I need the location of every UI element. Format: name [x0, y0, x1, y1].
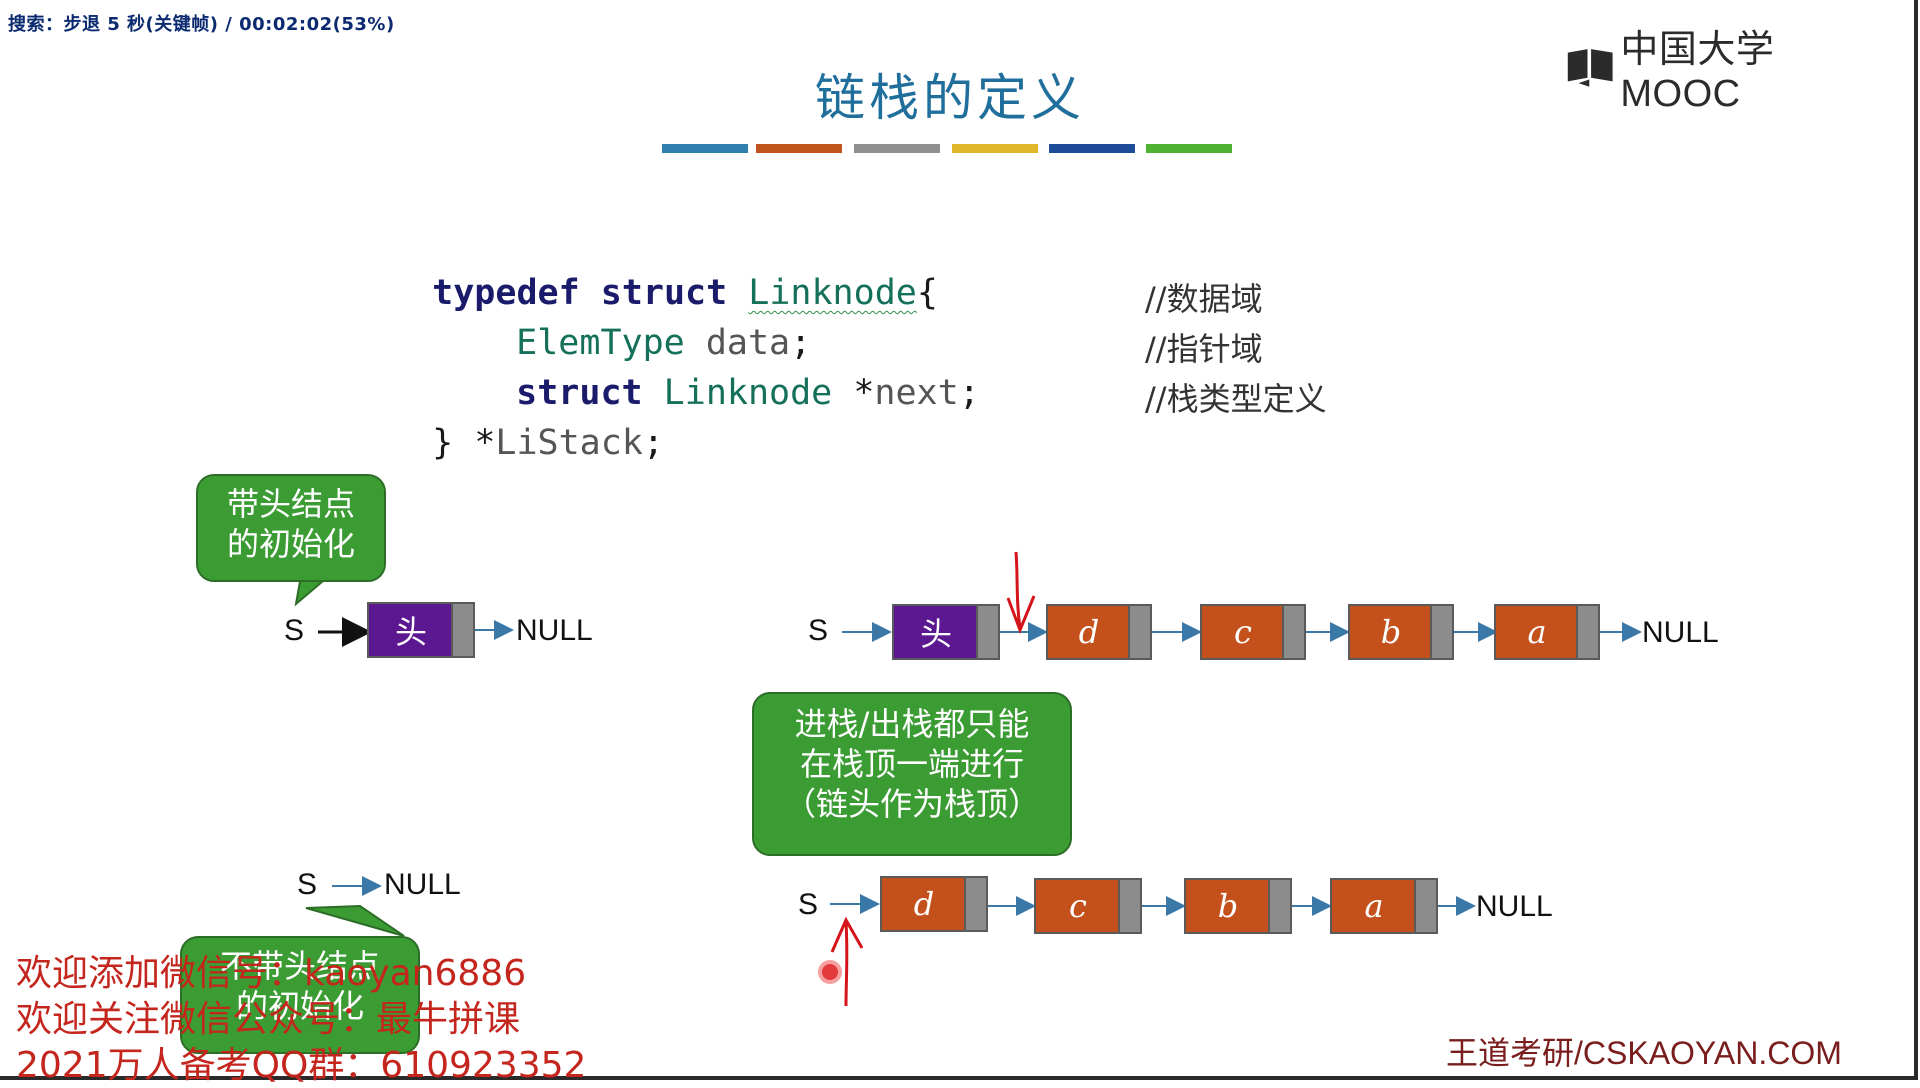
bubble-no-head-line1: 不带头结点 — [219, 947, 380, 985]
node-d-top: d — [1046, 604, 1152, 660]
bubble-push-pop-line2: 在栈顶一端进行 — [799, 745, 1024, 783]
watermark-wechat: 欢迎添加微信号：kaoyan6886 — [16, 953, 527, 994]
code-line-4: } *LiStack; — [390, 368, 664, 468]
slide-title: 链栈的定义 — [815, 69, 1085, 127]
node-a-top-label: a — [1527, 613, 1547, 651]
bubble-push-pop-line3: （链头作为栈顶） — [783, 785, 1040, 823]
semicolon: ; — [642, 423, 664, 463]
code-line-2: ElemType data; — [474, 268, 811, 368]
node-d-bottom-label: d — [913, 885, 935, 923]
footer-brand: 王道考研/CSKAOYAN.COM — [1446, 1035, 1842, 1071]
node-b-bottom-pointer — [1268, 880, 1290, 932]
head-node-pointer — [451, 604, 473, 656]
s-label-top: S — [808, 614, 829, 647]
bubble-push-pop: 进栈/出栈都只能 在栈顶一端进行 （链头作为栈顶） — [752, 692, 1072, 856]
head-node-label: 头 — [394, 613, 427, 651]
bubble-head-init: 带头结点 的初始化 — [196, 474, 386, 582]
color-bar-2 — [756, 144, 842, 153]
node-c-bottom-pointer — [1118, 880, 1140, 932]
node-b-top: b — [1348, 604, 1454, 660]
var-next: next — [874, 373, 959, 413]
node-a-bottom: a — [1330, 878, 1438, 934]
node-c-top-pointer — [1282, 606, 1304, 658]
head-node-top-pointer — [976, 606, 998, 658]
comment-data-field: //数据域 — [1145, 280, 1263, 318]
keyword-struct: struct — [600, 273, 728, 313]
s-label-head-init: S — [284, 614, 305, 647]
null-label-no-head: NULL — [384, 868, 461, 901]
node-a-top: a — [1494, 604, 1600, 660]
semicolon: ; — [790, 323, 812, 363]
node-c-bottom: c — [1034, 878, 1142, 934]
bubble-no-head-init: 不带头结点 的初始化 — [180, 936, 420, 1054]
node-d-top-label: d — [1078, 613, 1100, 651]
semicolon: ; — [958, 373, 980, 413]
node-a-bottom-label: a — [1364, 887, 1384, 925]
null-label-head-init: NULL — [516, 614, 593, 647]
comment-pointer-field: //指针域 — [1145, 330, 1263, 368]
color-bar-1 — [662, 144, 748, 153]
node-c-bottom-label: c — [1069, 887, 1087, 925]
head-node-init: 头 — [367, 602, 475, 658]
s-label-no-head: S — [297, 868, 318, 901]
node-a-bottom-pointer — [1414, 880, 1436, 932]
pointer-star: * — [853, 373, 875, 413]
logo-text: 中国大学MOOC — [1620, 29, 1775, 115]
color-bar-6 — [1146, 144, 1232, 153]
node-b-bottom: b — [1184, 878, 1292, 934]
bubble-head-init-line1: 带头结点 — [226, 485, 355, 523]
open-brace: { — [916, 273, 938, 313]
node-d-top-pointer — [1128, 606, 1150, 658]
node-c-top-label: c — [1234, 613, 1252, 651]
code-line-3: struct Linknode *next; — [474, 318, 980, 418]
var-data: data — [705, 323, 791, 363]
book-icon — [1567, 49, 1613, 87]
head-node-top: 头 — [892, 604, 1000, 660]
node-c-top: c — [1200, 604, 1306, 660]
mooc-logo: 中国大学MOOC — [1566, 29, 1866, 115]
video-status-text: 搜索：步退 5 秒(关键帧) / 00:02:02(53%) — [8, 14, 395, 35]
node-d-bottom-pointer — [964, 878, 986, 930]
keyword-struct: struct — [516, 373, 643, 413]
bubble-push-pop-line1: 进栈/出栈都只能 — [794, 705, 1030, 743]
pointer-star: * — [474, 423, 496, 463]
bubble-head-init-line2: 的初始化 — [226, 525, 355, 563]
color-bar-5 — [1049, 144, 1135, 153]
struct-name: Linknode — [748, 273, 917, 313]
color-bar-3 — [854, 144, 940, 153]
node-a-top-pointer — [1576, 606, 1598, 658]
watermark-official-account: 欢迎关注微信公众号：最牛拼课 — [16, 999, 521, 1040]
node-b-top-pointer — [1430, 606, 1452, 658]
watermark-qq-group: 2021万人备考QQ群：610923352 — [16, 1045, 587, 1086]
null-label-bottom: NULL — [1476, 890, 1553, 923]
head-node-top-label: 头 — [919, 615, 952, 653]
type-name-listack: LiStack — [495, 423, 643, 463]
node-d-bottom: d — [880, 876, 988, 932]
close-brace: } — [432, 423, 454, 463]
s-label-bottom: S — [798, 888, 819, 921]
null-label-top: NULL — [1642, 616, 1719, 649]
code-line-1: typedef struct Linknode{ — [390, 218, 938, 318]
node-b-top-label: b — [1380, 613, 1402, 651]
type-elemtype: ElemType — [516, 323, 685, 363]
comment-stack-type: //栈类型定义 — [1145, 380, 1327, 418]
keyword-typedef: typedef — [432, 273, 580, 313]
color-bar-4 — [952, 144, 1038, 153]
bubble-no-head-line2: 的初始化 — [235, 987, 364, 1025]
type-linknode: Linknode — [663, 373, 833, 413]
node-b-bottom-label: b — [1217, 887, 1239, 925]
